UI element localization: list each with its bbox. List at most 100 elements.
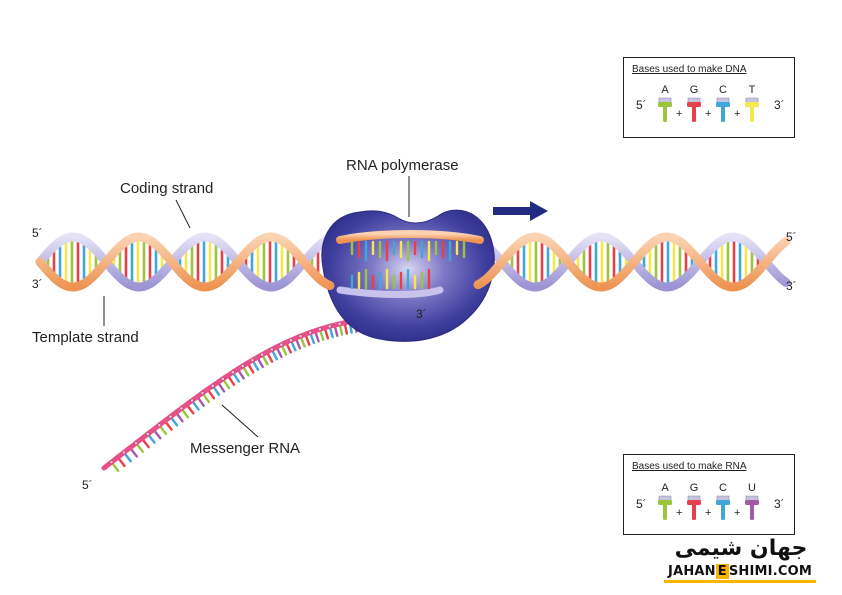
dna-legend-plus-1: + [676, 108, 683, 120]
coding-strand-segment [473, 232, 791, 292]
dna-bases-legend: Bases used to make DNA 5´ 3´ A G C T + +… [623, 57, 795, 138]
dna-nucleotide-head [716, 102, 730, 107]
mrna-phosphate [337, 322, 342, 326]
rna-nucleotide-icon [745, 495, 759, 520]
dna-legend-base-g: G [689, 84, 699, 96]
coding-strand-segment [35, 232, 335, 292]
rna-nucleotide-head [716, 500, 730, 505]
mrna-phosphate [200, 391, 205, 395]
rna-legend-plus-1: + [676, 507, 683, 519]
rna-bases-legend-title: Bases used to make RNA [632, 461, 747, 472]
mrna-phosphate [260, 352, 264, 357]
dna-legend-plus-2: + [705, 108, 712, 120]
mrna-phosphate [157, 423, 162, 427]
rna-nucleotide-head [745, 500, 759, 505]
mrna-five-prime-label: 5´ [82, 478, 93, 492]
mrna-phosphate [327, 324, 332, 329]
logo-en-mid: E [715, 564, 729, 579]
mrna-phosphate [122, 450, 126, 455]
rna-nucleotide-icon [687, 495, 701, 520]
rna-nucleotide-stem [750, 504, 754, 520]
mrna-phosphate [230, 370, 235, 375]
dna-nucleotide-stem [750, 106, 754, 122]
rna-nucleotide-head [687, 500, 701, 505]
mrna-phosphate [179, 406, 184, 411]
dna-nucleotide-stem [663, 106, 667, 122]
mrna-phosphate [298, 334, 303, 339]
rna-legend-five-prime: 5´ [636, 497, 647, 511]
rna-legend-base-g: G [689, 482, 699, 494]
unwound-coding-strand [336, 230, 484, 244]
mrna-phosphate [289, 338, 293, 343]
rna-nucleotide-icon [716, 495, 730, 520]
dna-nucleotide-icon [687, 97, 701, 122]
rna-legend-plus-2: + [705, 507, 712, 519]
transcription-bubble [336, 230, 484, 298]
mrna-phosphate [250, 358, 255, 363]
logo-persian-text: جهان شیمی [674, 536, 808, 561]
rna-nucleotide-stem [663, 504, 667, 520]
dna-nucleotide-head [658, 102, 672, 107]
direction-arrow [493, 201, 548, 221]
left-bottom-three-prime: 3´ [32, 277, 43, 291]
messenger-rna-label: Messenger RNA [190, 440, 301, 457]
mrna-phosphate [210, 383, 215, 388]
rna-legend-three-prime: 3´ [774, 497, 785, 511]
dna-legend-three-prime: 3´ [774, 98, 785, 112]
rna-legend-plus-3: + [734, 507, 741, 519]
mrna-phosphate [318, 327, 322, 332]
dna-bases-legend-title: Bases used to make DNA [632, 64, 747, 75]
dna-legend-base-c: C [719, 84, 727, 96]
template-strand-segment [35, 232, 335, 292]
mrna-phosphate [221, 376, 225, 381]
dna-nucleotide-icon [716, 97, 730, 122]
left-top-five-prime: 5´ [32, 226, 43, 240]
logo-en-part1: JAHAN [668, 564, 716, 579]
dna-legend-five-prime: 5´ [636, 98, 647, 112]
mrna-phosphate [134, 441, 138, 445]
dna-nucleotide-stem [721, 106, 725, 122]
mrna-three-prime-label: 3´ [416, 307, 427, 321]
mrna-phosphate [240, 364, 245, 368]
dna-nucleotide-icon [658, 97, 672, 122]
dna-nucleotide-icon [745, 97, 759, 122]
rna-legend-base-c: C [719, 482, 727, 494]
rna-polymerase-label: RNA polymerase [346, 157, 459, 174]
dna-legend-base-a: A [661, 84, 669, 96]
mrna-phosphate [279, 342, 284, 347]
right-top-five-prime: 5´ [786, 230, 797, 244]
dna-nucleotide-head [687, 102, 701, 107]
mrna-phosphate [308, 330, 313, 335]
mrna-phosphate [168, 414, 173, 419]
rna-legend-base-u: U [748, 482, 756, 494]
template-strand-label: Template strand [32, 329, 139, 346]
leader-line-mrna [221, 404, 259, 438]
leader-lines [103, 176, 410, 438]
direction-arrow-icon [493, 201, 548, 221]
dna-nucleotide-stem [692, 106, 696, 122]
mrna-phosphate [269, 347, 274, 352]
dna-legend-plus-3: + [734, 108, 741, 120]
coding-strand-label: Coding strand [120, 180, 214, 197]
dna-legend-base-t: T [748, 84, 756, 96]
mrna-phosphate [190, 398, 194, 403]
rna-nucleotide-head [658, 500, 672, 505]
right-bottom-three-prime: 3´ [786, 279, 797, 293]
rna-legend-base-a: A [661, 482, 669, 494]
coding-strand-backbone [35, 232, 791, 292]
mrna-phosphate [109, 460, 114, 465]
mrna-phosphate [145, 432, 150, 436]
logo-underline-bar [664, 580, 816, 583]
rna-nucleotide-stem [692, 504, 696, 520]
dna-nucleotide-head [745, 102, 759, 107]
rna-bases-legend: Bases used to make RNA 5´ 3´ A G C U + +… [623, 454, 795, 535]
logo-en-part2: SHIMI.COM [728, 564, 812, 579]
rna-nucleotide-stem [721, 504, 725, 520]
unwound-template-strand [336, 286, 444, 298]
dna-legend-nucleotides [658, 97, 759, 122]
leader-line-coding [175, 199, 191, 229]
rna-nucleotide-icon [658, 495, 672, 520]
